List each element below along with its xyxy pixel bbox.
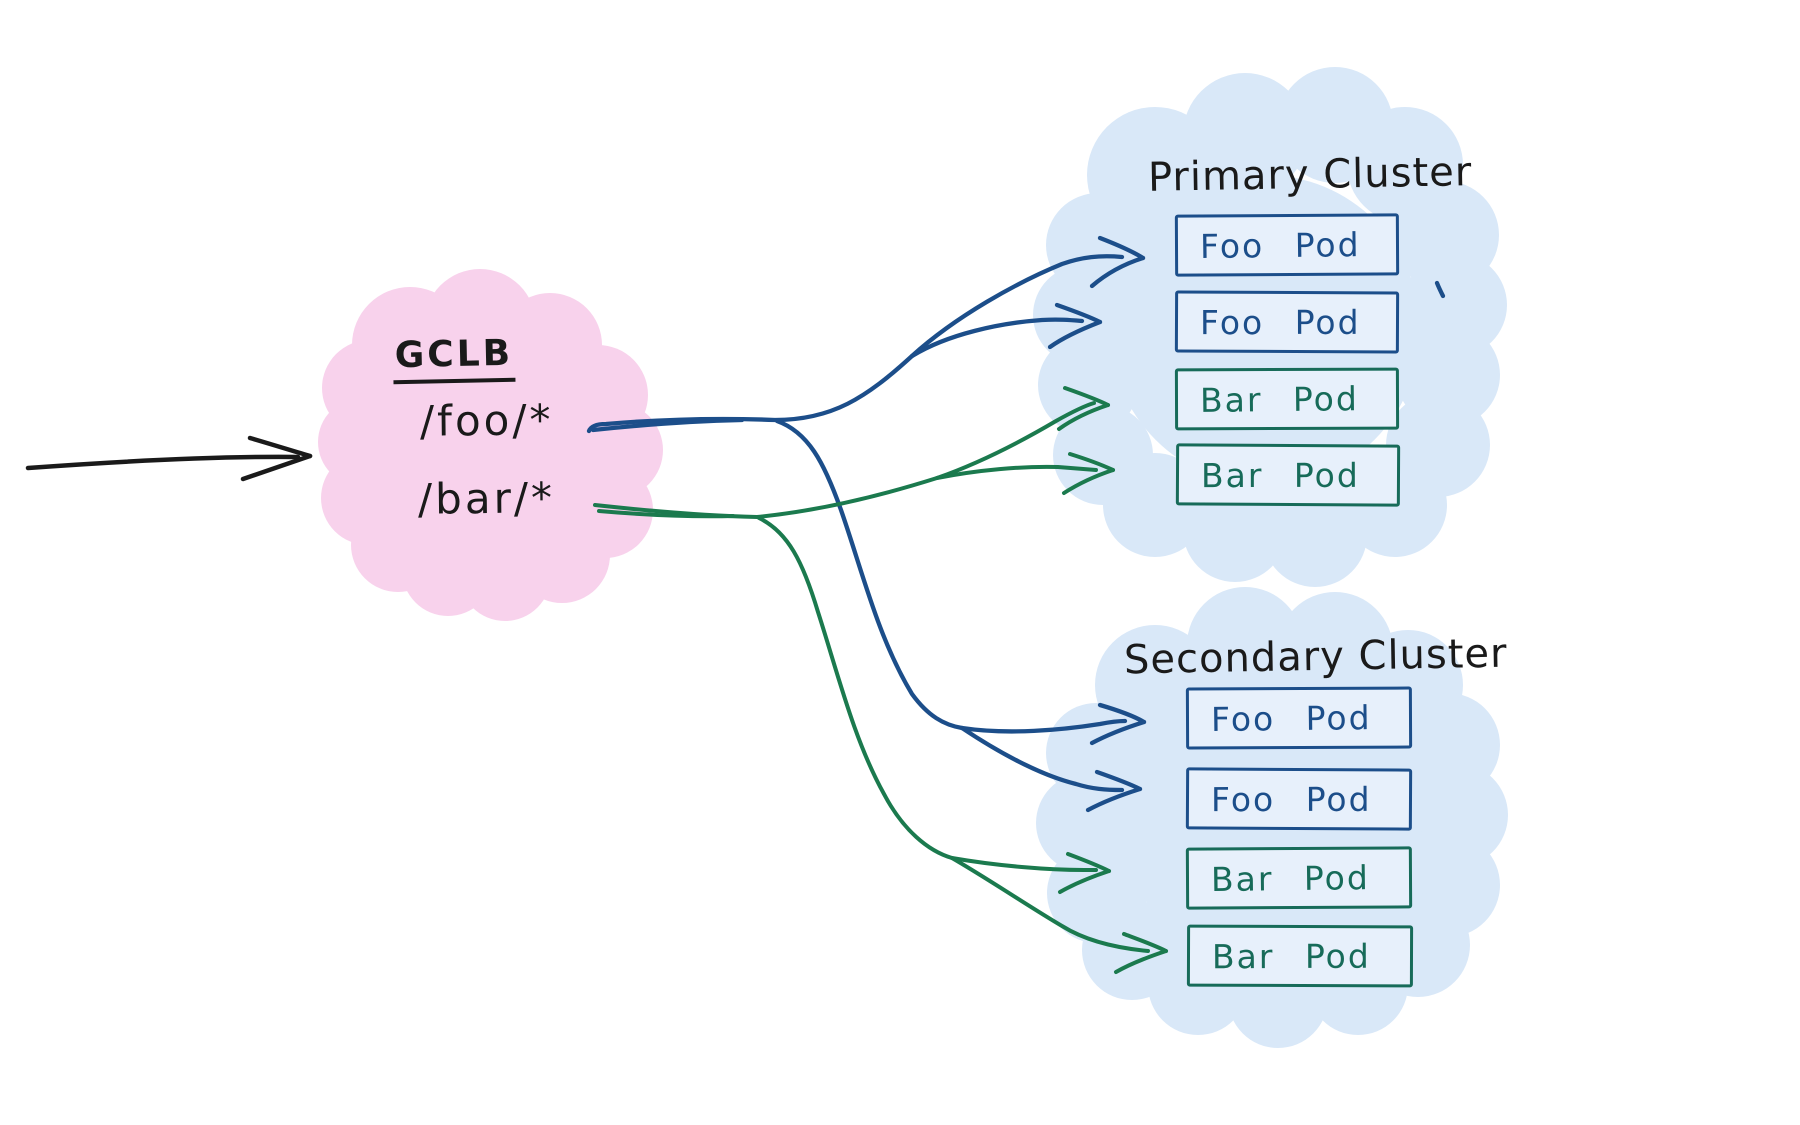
secondary-foo-pod-2: Foo Pod: [1185, 767, 1413, 831]
foo-arrowhead-primary-1: [1097, 235, 1146, 261]
pod-label: Foo Pod: [1199, 302, 1361, 342]
foo-to-secondary-pod1-edge: [959, 718, 1128, 734]
foo-to-secondary-edge: [774, 418, 965, 731]
pod-label: Bar Pod: [1199, 378, 1359, 420]
secondary-foo-pod-1: Foo Pod: [1185, 686, 1413, 750]
secondary-cluster-title: Secondary Cluster: [1123, 630, 1508, 684]
primary-cluster-title: Primary Cluster: [1147, 149, 1473, 201]
bar-arrowhead-secondary-2: [1122, 932, 1168, 953]
pod-label: Bar Pod: [1200, 455, 1360, 495]
pod-label: Foo Pod: [1210, 697, 1372, 739]
secondary-bar-pod-2: Bar Pod: [1186, 924, 1414, 988]
secondary-bar-pod-1: Bar Pod: [1185, 846, 1413, 910]
primary-bar-pod-2: Bar Pod: [1175, 443, 1401, 507]
foo-arrowhead-secondary-1: [1097, 702, 1147, 725]
pod-label: Bar Pod: [1210, 857, 1371, 899]
bar-to-secondary-pod2-edge: [950, 856, 1150, 953]
bar-route-edges: [593, 386, 1168, 974]
pod-label: Foo Pod: [1210, 779, 1372, 819]
gclb-route-bar: /bar/*: [417, 473, 556, 524]
primary-foo-pod-2: Foo Pod: [1174, 290, 1400, 354]
bar-to-primary-pod2-edge: [935, 464, 1098, 480]
gclb-cloud: [318, 269, 663, 621]
bar-arrowhead-primary-2: [1068, 452, 1115, 472]
pod-label: Foo Pod: [1199, 224, 1361, 266]
primary-bar-pod-1: Bar Pod: [1174, 367, 1400, 431]
bar-to-secondary-pod1-edge: [950, 856, 1098, 872]
foo-double-stroke: [590, 417, 745, 433]
pod-label: Bar Pod: [1211, 936, 1371, 976]
primary-foo-pod-1: Foo Pod: [1174, 213, 1400, 277]
foo-arrowhead-primary-2: [1054, 302, 1103, 325]
ingress-arrow: [25, 435, 313, 482]
foo-arrowhead-secondary-2: [1094, 769, 1143, 792]
foo-to-primary-pod1-edge: [586, 254, 1125, 434]
bar-arrowhead-secondary-1: [1066, 852, 1111, 873]
foo-route-edges: [586, 235, 1446, 813]
bar-arrowhead-primary-1: [1063, 386, 1110, 407]
gclb-route-foo: /foo/*: [419, 395, 554, 446]
bar-to-secondary-edge: [757, 516, 954, 860]
foo-to-secondary-pod2-edge: [959, 725, 1125, 793]
gclb-title: GCLB: [392, 332, 516, 385]
bar-double-stroke: [597, 509, 735, 519]
foo-to-primary-pod2-edge: [909, 317, 1085, 359]
stray-tick-mark: [1434, 280, 1446, 299]
